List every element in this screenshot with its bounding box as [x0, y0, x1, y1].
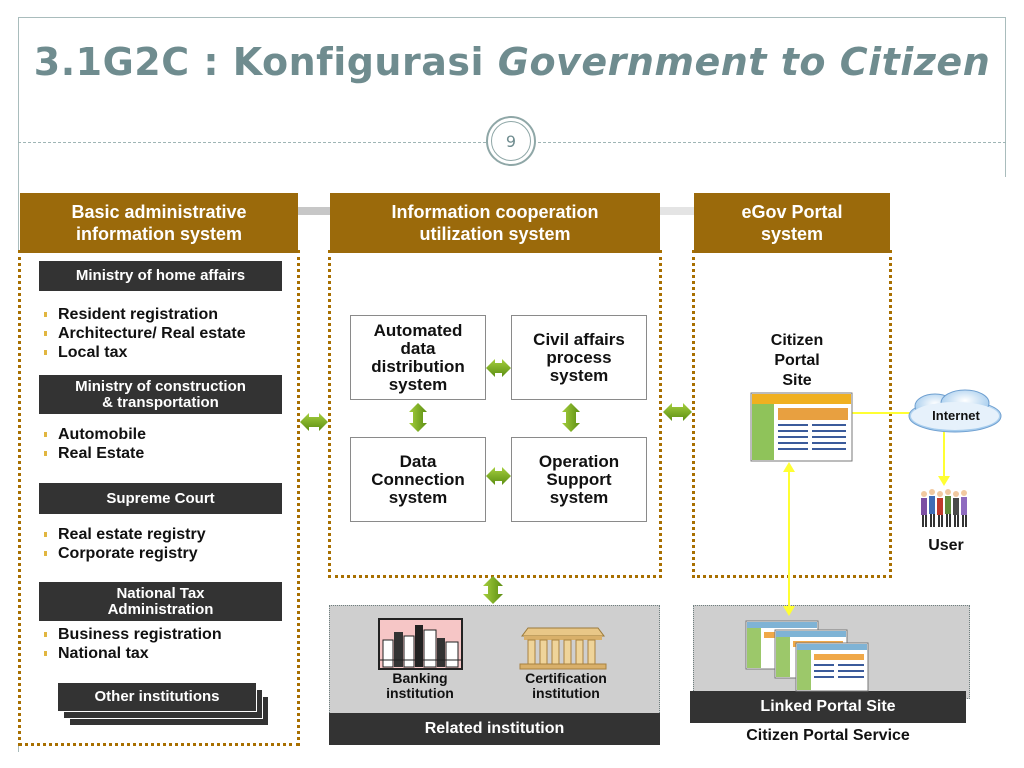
arrow-basic-to-cooperation [300, 413, 328, 431]
ministry-construction-label: Ministry of construction& transportation [39, 375, 282, 414]
linked-portal-screenshots-icon [745, 620, 869, 692]
internet-cloud-icon [908, 389, 1002, 433]
list-item: Business registration [40, 625, 222, 644]
arrow-connection-operation [486, 467, 511, 485]
list-item: Real Estate [40, 444, 146, 463]
certification-building-icon [519, 627, 607, 670]
arrow-automated-civil [486, 359, 511, 377]
connector-portal-internet [852, 412, 945, 478]
linked-portal-site-label: Linked Portal Site [690, 691, 966, 723]
page-number: 9 [491, 121, 531, 161]
frame-right-line [1005, 17, 1006, 177]
supreme-court-list: Real estate registry Corporate registry [40, 525, 206, 563]
header-connector-bar-1 [298, 207, 330, 215]
list-item: Resident registration [40, 305, 246, 324]
user-group-icon [921, 489, 967, 527]
ministry-home-affairs-label: Ministry of home affairs [39, 261, 282, 291]
list-item: Corporate registry [40, 544, 206, 563]
portal-screenshot-icon [750, 392, 853, 462]
arrow-cooperation-related [483, 576, 503, 604]
list-item: Architecture/ Real estate [40, 324, 246, 343]
connector-linked-arrowhead-down [783, 606, 795, 616]
list-item: Automobile [40, 425, 146, 444]
title-divider-left [18, 142, 486, 143]
national-tax-list: Business registration National tax [40, 625, 222, 663]
title-divider-right [538, 142, 1006, 143]
list-item: National tax [40, 644, 222, 663]
arrow-cooperation-to-egov [663, 403, 692, 421]
cooperation-panel [328, 250, 662, 578]
list-item: Real estate registry [40, 525, 206, 544]
connector-linked-arrowhead-up [783, 462, 795, 472]
user-label: User [928, 537, 964, 554]
list-item: Local tax [40, 343, 246, 362]
internet-label: Internet [932, 408, 980, 423]
supreme-court-label: Supreme Court [39, 483, 282, 514]
connector-internet-user-arrowhead [938, 476, 950, 486]
construction-list: Automobile Real Estate [40, 425, 146, 463]
banking-building-icon [378, 618, 463, 670]
arrow-civil-operation [562, 403, 580, 432]
related-institution-label: Related institution [329, 713, 660, 745]
slide-title: 3.1G2C : Konfigurasi Government to Citiz… [33, 40, 991, 84]
frame-top-line [18, 17, 1006, 18]
arrow-automated-connection [409, 403, 427, 432]
citizen-portal-service-caption: Citizen Portal Service [746, 727, 910, 744]
other-institutions-label: Other institutions [57, 682, 257, 712]
home-affairs-list: Resident registration Architecture/ Real… [40, 305, 246, 362]
page-number-badge: 9 [486, 116, 536, 166]
header-connector-bar-2 [660, 207, 694, 215]
